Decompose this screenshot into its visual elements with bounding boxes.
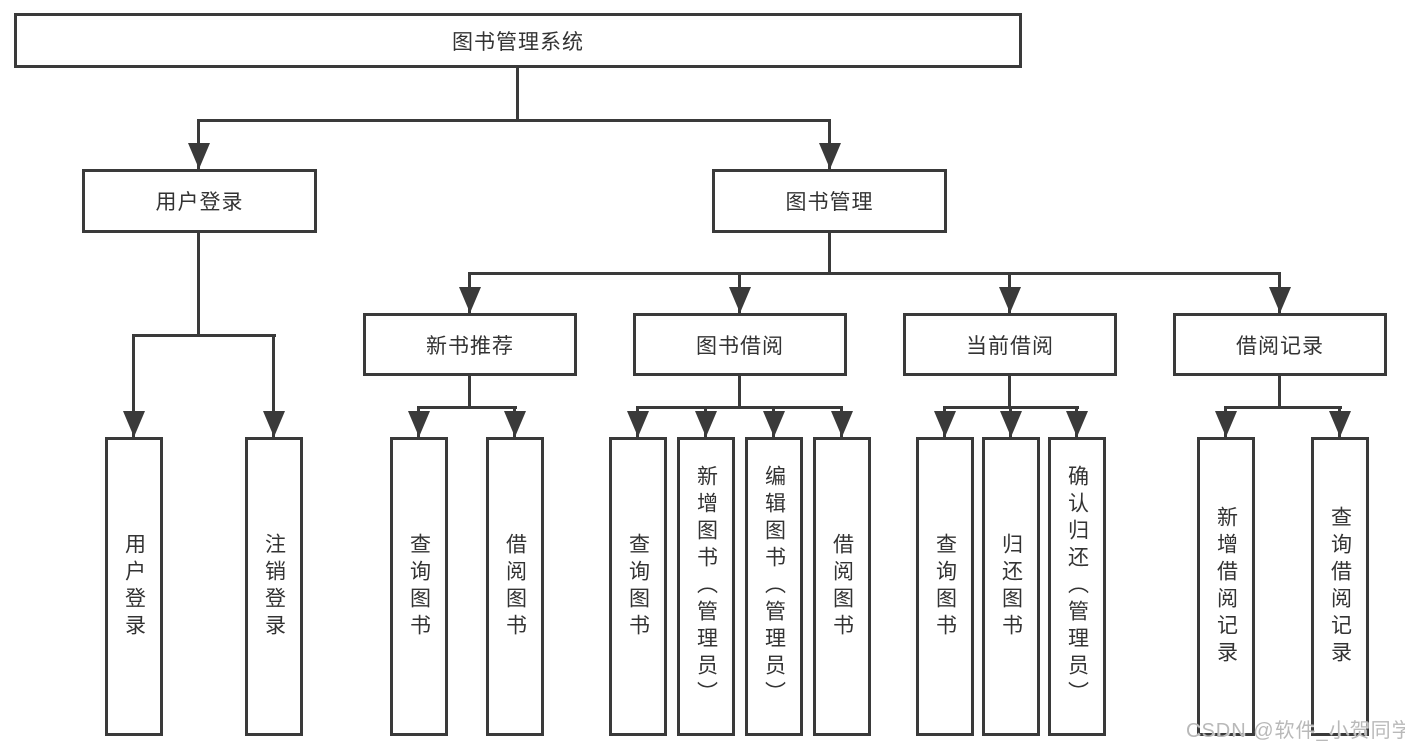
leaf-add-book-admin: 新增图书（管理员） (677, 437, 735, 736)
arrow-down-icon (729, 287, 751, 313)
arrow-down-icon (934, 411, 956, 437)
arrow-down-icon (999, 287, 1021, 313)
connector-user-login-rail (132, 334, 276, 337)
connector-level2-rail (197, 119, 831, 122)
arrow-down-icon (459, 287, 481, 313)
arrow-down-icon (819, 143, 841, 169)
connector-new-book-stem (468, 376, 471, 409)
leaf-query-book-1: 查询图书 (390, 437, 448, 736)
connector-borrow-records-rail (1224, 406, 1342, 409)
connector-book-borrow-rail (636, 406, 842, 409)
arrow-down-icon (695, 411, 717, 437)
arrow-down-icon (1269, 287, 1291, 313)
connector-user-login-stem (197, 233, 200, 337)
leaf-confirm-return-admin: 确认归还（管理员） (1048, 437, 1106, 736)
csdn-watermark: CSDN @软件_小贺同学 (1186, 720, 1405, 742)
connector-current-borrow-stem (1008, 376, 1011, 409)
connector-drop-leaf (272, 334, 275, 437)
connector-root-stem (516, 68, 519, 122)
connector-borrow-records-stem (1278, 376, 1281, 409)
node-book-borrow: 图书借阅 (633, 313, 847, 376)
arrow-down-icon (123, 411, 145, 437)
connector-level3-rail (468, 272, 1281, 275)
connector-drop-leaf (132, 334, 135, 437)
connector-new-book-rail (417, 406, 517, 409)
arrow-down-icon (627, 411, 649, 437)
arrow-down-icon (504, 411, 526, 437)
leaf-return-book: 归还图书 (982, 437, 1040, 736)
leaf-user-login: 用户登录 (105, 437, 163, 736)
leaf-query-book-3: 查询图书 (916, 437, 974, 736)
arrow-down-icon (1215, 411, 1237, 437)
leaf-query-book-2: 查询图书 (609, 437, 667, 736)
arrow-down-icon (831, 411, 853, 437)
node-new-book-recommend: 新书推荐 (363, 313, 577, 376)
node-root: 图书管理系统 (14, 13, 1022, 68)
leaf-borrow-book-2: 借阅图书 (813, 437, 871, 736)
leaf-edit-book-admin: 编辑图书（管理员） (745, 437, 803, 736)
arrow-down-icon (1066, 411, 1088, 437)
leaf-query-borrow-record: 查询借阅记录 (1311, 437, 1369, 736)
leaf-add-borrow-record: 新增借阅记录 (1197, 437, 1255, 736)
arrow-down-icon (408, 411, 430, 437)
leaf-borrow-book-1: 借阅图书 (486, 437, 544, 736)
connector-book-management-stem (828, 233, 831, 275)
node-current-borrow: 当前借阅 (903, 313, 1117, 376)
node-user-login: 用户登录 (82, 169, 317, 233)
arrow-down-icon (1000, 411, 1022, 437)
arrow-down-icon (188, 143, 210, 169)
arrow-down-icon (1329, 411, 1351, 437)
arrow-down-icon (763, 411, 785, 437)
arrow-down-icon (263, 411, 285, 437)
connector-book-borrow-stem (738, 376, 741, 409)
node-borrow-records: 借阅记录 (1173, 313, 1387, 376)
node-book-management: 图书管理 (712, 169, 947, 233)
leaf-logout-login: 注销登录 (245, 437, 303, 736)
